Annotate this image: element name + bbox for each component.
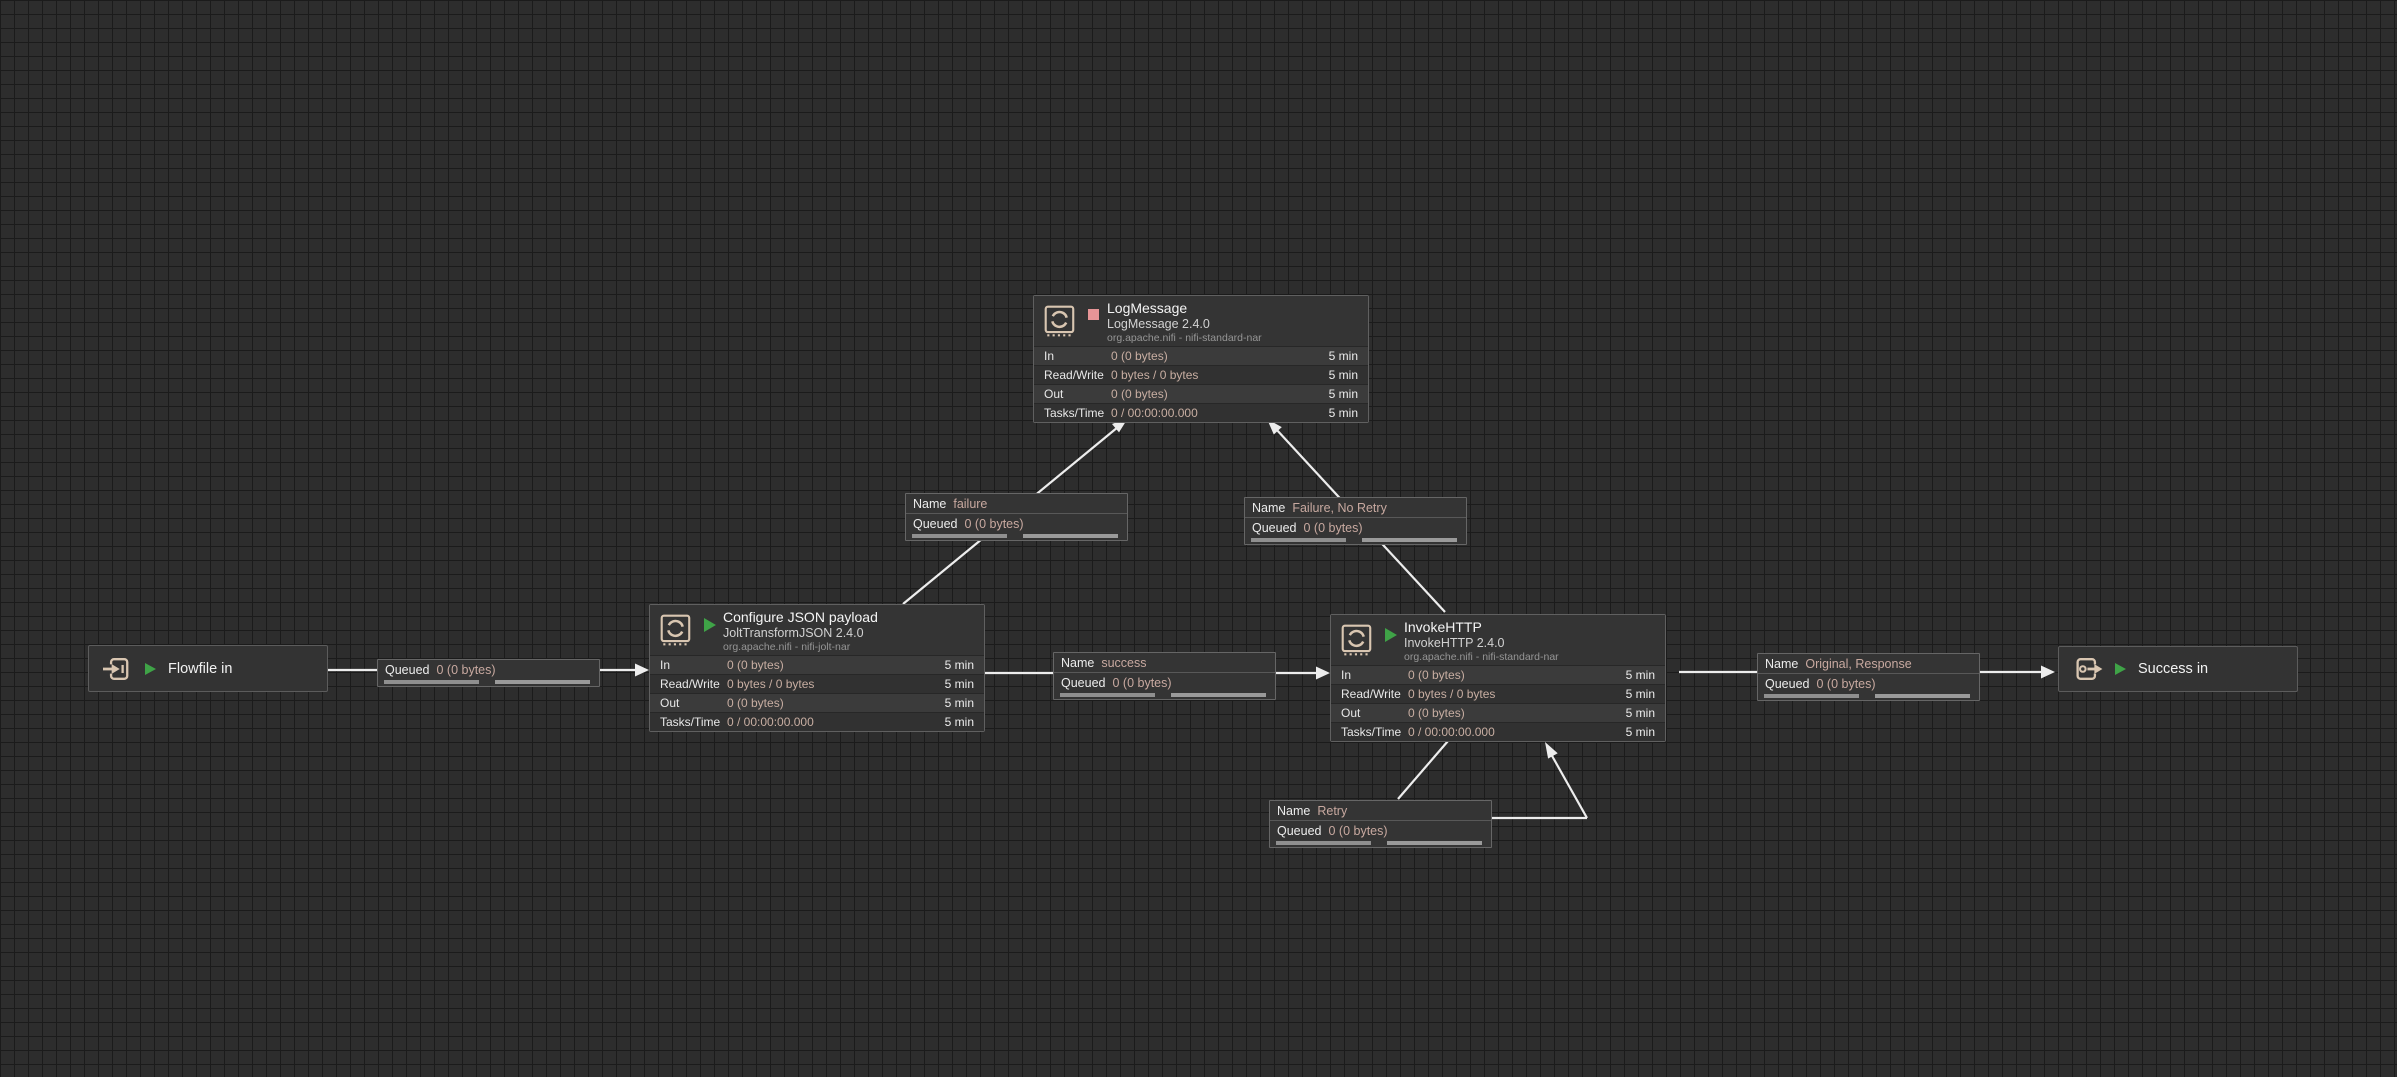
connection-label-original-response[interactable]: Name Original, Response Queued 0 (0 byte… [1757,653,1980,701]
queued-row: Queued 0 (0 bytes) [1061,675,1172,690]
name-row: Name Failure, No Retry [1245,498,1466,518]
running-icon [704,618,716,632]
processor-title: InvokeHTTP [1404,619,1482,635]
queue-threshold-bars [378,679,599,686]
queue-threshold-bars [1054,692,1275,699]
queue-threshold-bars [1270,840,1491,847]
queue-count-bar [1276,841,1371,845]
queue-size-bar [1023,534,1118,538]
running-icon [2115,663,2126,675]
processor-title: LogMessage [1107,300,1188,316]
connection-label-flowfile-queue[interactable]: Queued 0 (0 bytes) [377,659,600,687]
processor-header: LogMessage LogMessage 2.4.0 org.apache.n… [1034,296,1368,346]
stat-row-out: Out 0 (0 bytes) 5 min [1331,703,1665,722]
processor-bundle: org.apache.nifi - nifi-standard-nar [1404,651,1559,663]
connection-label-success[interactable]: Name success Queued 0 (0 bytes) [1053,652,1276,700]
stat-row-in: In 0 (0 bytes) 5 min [1331,665,1665,684]
queue-size-bar [1875,694,1970,698]
input-port-flowfile-in[interactable]: Flowfile in [88,645,328,692]
processor-icon [1044,305,1075,337]
input-port-icon [103,657,129,680]
stat-row-tasks-time: Tasks/Time 0 / 00:00:00.000 5 min [1034,403,1368,422]
queue-threshold-bars [1758,693,1979,700]
stat-row-in: In 0 (0 bytes) 5 min [1034,346,1368,365]
queued-row: Queued 0 (0 bytes) [1252,520,1363,535]
processor-header: InvokeHTTP InvokeHTTP 2.4.0 org.apache.n… [1331,615,1665,665]
queue-count-bar [384,680,479,684]
queue-size-bar [1362,538,1457,542]
queue-threshold-bars [906,533,1127,540]
processor-type: InvokeHTTP 2.4.0 [1404,636,1505,650]
queue-threshold-bars [1245,537,1466,544]
queued-row: Queued 0 (0 bytes) [913,516,1024,531]
processor-type: LogMessage 2.4.0 [1107,317,1210,331]
name-row: Name failure [906,494,1127,514]
processor-logmessage[interactable]: LogMessage LogMessage 2.4.0 org.apache.n… [1033,295,1369,423]
stat-row-read-write: Read/Write 0 bytes / 0 bytes 5 min [1034,365,1368,384]
processor-icon [1341,624,1372,656]
connection-label-failure-no-retry[interactable]: Name Failure, No Retry Queued 0 (0 bytes… [1244,497,1467,545]
name-row: Name Retry [1270,801,1491,821]
name-row: Name success [1054,653,1275,673]
processor-bundle: org.apache.nifi - nifi-jolt-nar [723,641,851,653]
processor-header: Configure JSON payload JoltTransformJSON… [650,605,984,655]
output-port-icon [2076,658,2103,680]
connection-label-failure[interactable]: Name failure Queued 0 (0 bytes) [905,493,1128,541]
processor-invokehttp[interactable]: InvokeHTTP InvokeHTTP 2.4.0 org.apache.n… [1330,614,1666,742]
name-row: Name Original, Response [1758,654,1979,674]
connection-label-retry[interactable]: Name Retry Queued 0 (0 bytes) [1269,800,1492,848]
processor-type: JoltTransformJSON 2.4.0 [723,626,864,640]
stat-row-tasks-time: Tasks/Time 0 / 00:00:00.000 5 min [650,712,984,731]
output-port-success-in[interactable]: Success in [2058,646,2298,692]
stat-row-out: Out 0 (0 bytes) 5 min [1034,384,1368,403]
queue-count-bar [1251,538,1346,542]
queue-size-bar [495,680,590,684]
queue-count-bar [1764,694,1859,698]
queue-size-bar [1387,841,1482,845]
port-label: Flowfile in [168,660,233,677]
stat-row-out: Out 0 (0 bytes) 5 min [650,693,984,712]
stat-row-in: In 0 (0 bytes) 5 min [650,655,984,674]
queued-row: Queued 0 (0 bytes) [385,662,496,677]
processor-title: Configure JSON payload [723,609,878,625]
stopped-icon [1088,309,1099,320]
queued-row: Queued 0 (0 bytes) [1277,823,1388,838]
queue-count-bar [912,534,1007,538]
queue-size-bar [1171,693,1266,697]
running-icon [1385,628,1397,642]
queued-row: Queued 0 (0 bytes) [1765,676,1876,691]
stat-row-read-write: Read/Write 0 bytes / 0 bytes 5 min [1331,684,1665,703]
running-icon [145,662,156,675]
port-label: Success in [2138,661,2209,677]
stat-row-read-write: Read/Write 0 bytes / 0 bytes 5 min [650,674,984,693]
queue-count-bar [1060,693,1155,697]
processor-bundle: org.apache.nifi - nifi-standard-nar [1107,332,1262,344]
processor-icon [660,614,691,646]
connection-retry-line[interactable] [1397,740,1588,820]
stat-row-tasks-time: Tasks/Time 0 / 00:00:00.000 5 min [1331,722,1665,741]
processor-configure-json-payload[interactable]: Configure JSON payload JoltTransformJSON… [649,604,985,732]
